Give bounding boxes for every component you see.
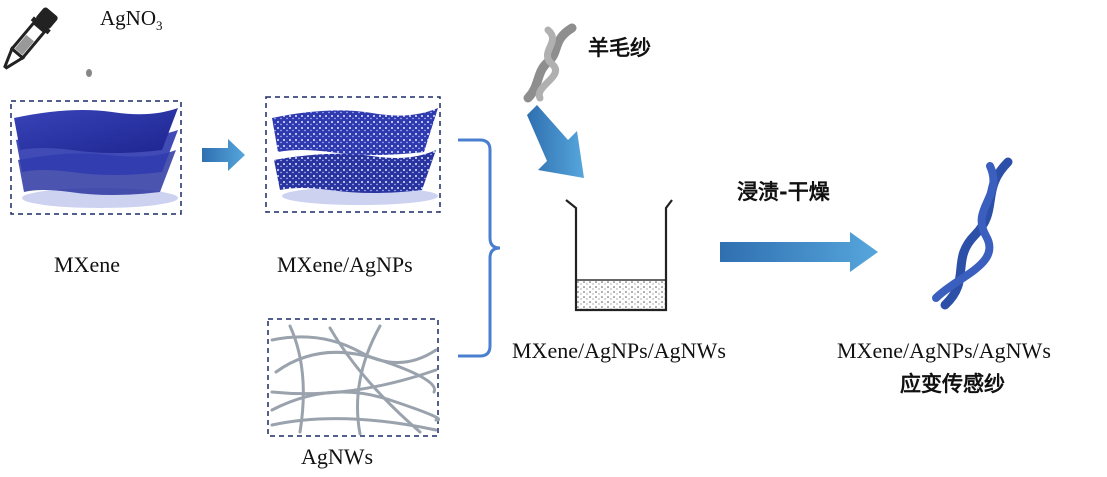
agnws-image (270, 324, 441, 436)
mxene-sheets-image (14, 108, 178, 208)
agnws-frame (267, 318, 439, 437)
arrow-mxene-to-agnps (202, 139, 245, 171)
mxene-agnps-label: MXene/AgNPs (277, 252, 413, 277)
wool-yarn-icon (523, 23, 577, 103)
product-label-line2: 应变传感纱 (900, 372, 1005, 396)
wool-yarn-label: 羊毛纱 (588, 36, 651, 60)
sensor-yarn-icon (932, 157, 1013, 310)
composite-label: MXene/AgNPs/AgNWs (512, 338, 726, 363)
mxene-label: MXene (54, 252, 120, 277)
beaker-icon (565, 199, 673, 312)
agno3-label: AgNO3 (100, 6, 163, 34)
product-label-line1: MXene/AgNPs/AgNWs (837, 338, 1051, 363)
bracket (458, 138, 501, 358)
process-label: 浸渍-干燥 (737, 180, 830, 204)
mxene-frame (10, 100, 182, 215)
dropper-icon (3, 7, 92, 77)
arrow-yarn-to-beaker (527, 105, 584, 178)
arrow-dip-dry (720, 232, 878, 272)
agnws-label: AgNWs (301, 444, 374, 469)
mxene-agnps-image (272, 108, 438, 205)
